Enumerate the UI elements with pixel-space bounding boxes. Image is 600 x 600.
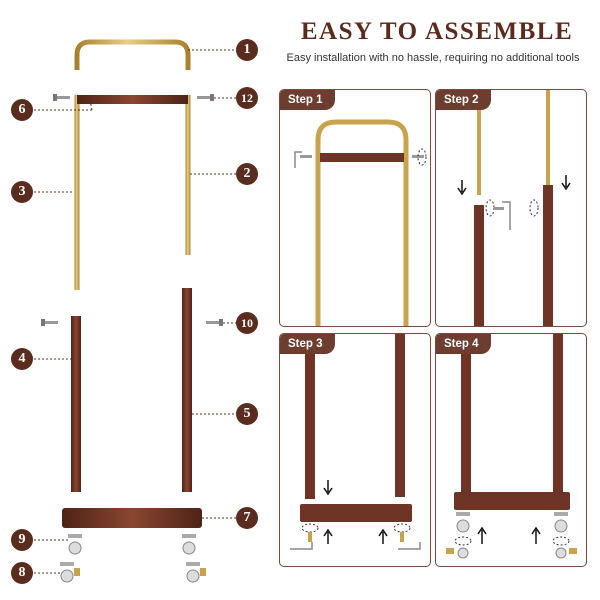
page-title: EASY TO ASSEMBLE bbox=[300, 18, 574, 45]
part-number-7: 7 bbox=[236, 507, 258, 529]
wood-right-pole bbox=[182, 288, 192, 492]
gold-top-frame bbox=[74, 39, 191, 70]
part-number-10: 10 bbox=[236, 312, 258, 334]
part-number-12: 12 bbox=[236, 87, 258, 109]
gold-left-pole bbox=[74, 95, 80, 290]
caster-front-left bbox=[68, 534, 82, 555]
wood-base-board bbox=[62, 508, 202, 528]
part-number-4: 4 bbox=[11, 348, 33, 370]
wood-left-pole bbox=[71, 316, 81, 492]
step-4-panel: Step 4 bbox=[435, 333, 587, 567]
step-1-panel: Step 1 bbox=[279, 89, 431, 327]
step-2-label: Step 2 bbox=[436, 90, 491, 110]
caster-back-right bbox=[186, 562, 206, 583]
step-3-panel: Step 3 bbox=[279, 333, 431, 567]
page-subtitle: Easy installation with no hassle, requir… bbox=[286, 52, 580, 64]
step-4-illustration bbox=[446, 334, 577, 559]
part-number-3: 3 bbox=[11, 181, 33, 203]
step-2-illustration bbox=[457, 90, 571, 326]
step-2-panel: Step 2 bbox=[435, 89, 587, 327]
part-number-9: 9 bbox=[11, 529, 33, 551]
leader-lines bbox=[30, 49, 236, 574]
wood-crossbar bbox=[77, 95, 188, 104]
screw-pole-left bbox=[41, 319, 58, 326]
part-number-1: 1 bbox=[236, 39, 258, 61]
gold-right-pole bbox=[185, 95, 191, 255]
step-1-label: Step 1 bbox=[280, 90, 335, 110]
part-number-2: 2 bbox=[236, 163, 258, 185]
screw-left bbox=[53, 94, 70, 101]
part-number-5: 5 bbox=[236, 403, 258, 425]
exploded-parts-diagram bbox=[30, 39, 236, 583]
screw-right bbox=[197, 94, 214, 101]
step-3-label: Step 3 bbox=[280, 334, 335, 354]
screw-pole-right bbox=[206, 319, 223, 326]
step-1-illustration bbox=[294, 119, 427, 326]
caster-front-right bbox=[182, 534, 196, 555]
caster-back-left bbox=[60, 562, 80, 583]
step-4-label: Step 4 bbox=[436, 334, 491, 354]
part-number-8: 8 bbox=[11, 562, 33, 584]
part-number-6: 6 bbox=[11, 99, 33, 121]
step-3-illustration bbox=[290, 334, 421, 550]
